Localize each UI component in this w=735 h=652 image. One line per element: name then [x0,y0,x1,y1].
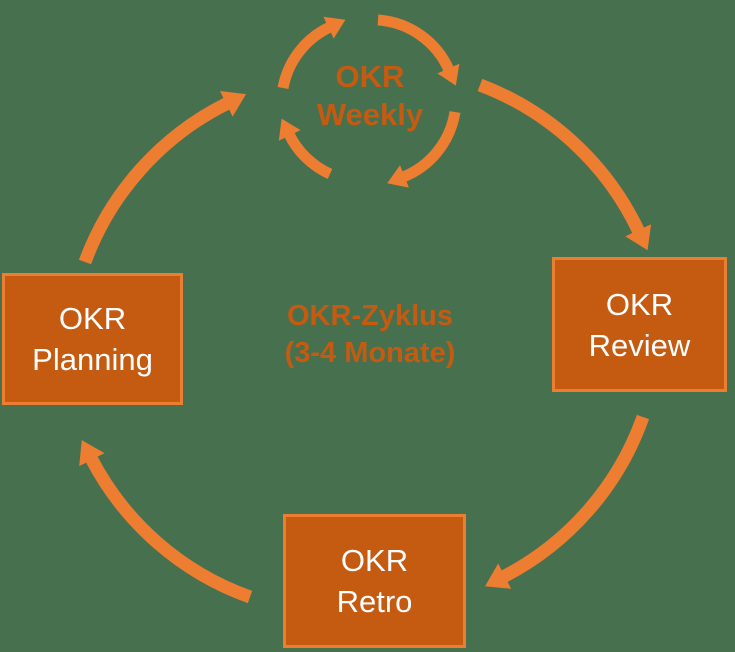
arrow-review-to-retro [485,414,650,589]
okr-retro-line2: Retro [336,584,413,619]
okr-planning-line2: Planning [32,342,153,377]
weekly-label-line1: OKR [335,59,405,94]
okr-retro-box: OKR Retro [283,514,466,648]
arrow-weekly-to-review [477,78,652,251]
okr-review-box: OKR Review [552,257,727,392]
okr-planning-box: OKR Planning [2,273,183,405]
weekly-loop-arrow-bottom-left [278,118,333,180]
okr-retro-line1: OKR [340,543,409,578]
arrow-retro-to-planning [79,440,253,604]
cycle-subtitle-line: (3-4 Monate) [284,337,456,369]
okr-review-line1: OKR [605,286,674,322]
cycle-title-line: OKR-Zyklus [287,300,453,332]
arrow-planning-to-weekly [78,91,247,265]
okr-review-line2: Review [588,327,691,363]
weekly-label: OKR Weekly [270,58,470,134]
weekly-loop-arrow-top-left [277,16,346,90]
weekly-loop-arrow-top-right [377,14,460,86]
weekly-loop-arrow-bottom-right [387,110,461,188]
okr-planning-line1: OKR [58,301,127,336]
cycle-title: OKR-Zyklus (3-4 Monate) [245,298,495,372]
weekly-label-line2: Weekly [316,97,424,132]
